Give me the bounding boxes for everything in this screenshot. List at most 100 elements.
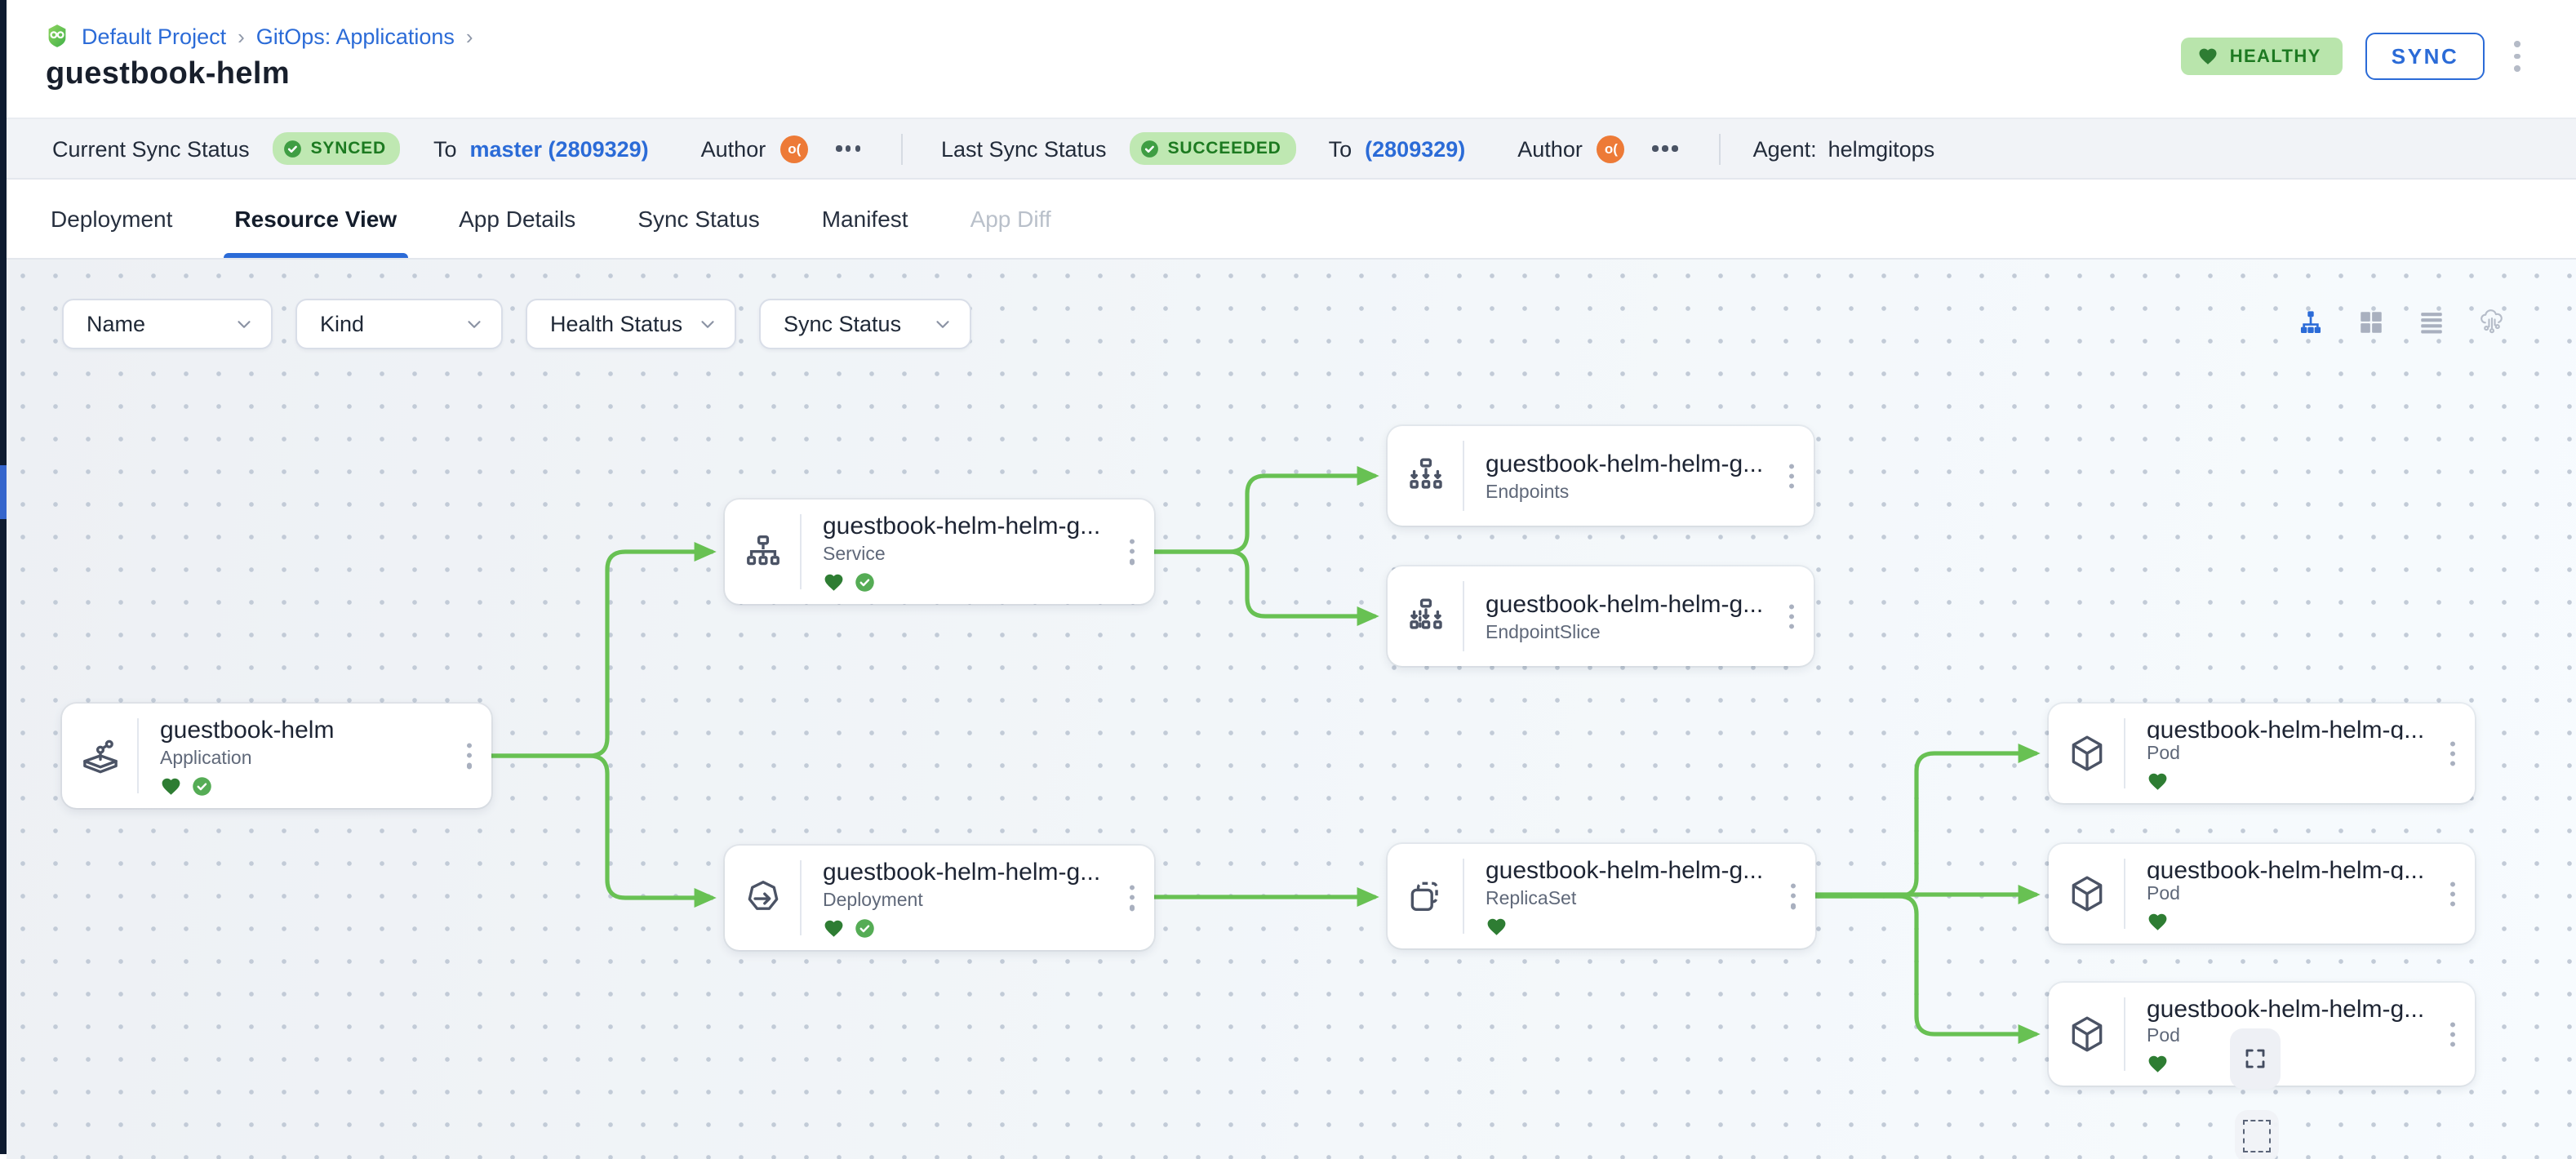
agent-label: Agent: <box>1753 136 1817 161</box>
node-service[interactable]: guestbook-helm-helm-g... Service <box>725 500 1154 604</box>
filter-sync-status-dropdown[interactable]: Sync Status <box>759 299 971 349</box>
view-mode-toggles <box>2297 309 2506 336</box>
healthy-heart-icon <box>2147 770 2169 792</box>
node-title: guestbook-helm-helm-g... <box>2147 857 2432 880</box>
divider <box>902 133 904 164</box>
pod-icon <box>2049 844 2124 944</box>
health-badge-label: HEALTHY <box>2230 47 2321 66</box>
page-title: guestbook-helm <box>46 57 290 93</box>
edge-replicaset-pod1 <box>1815 753 2036 896</box>
healthy-heart-icon <box>2147 1052 2169 1074</box>
breadcrumb-applications-link[interactable]: GitOps: Applications <box>256 24 455 48</box>
chevron-down-icon <box>697 313 718 335</box>
deployment-icon <box>725 846 800 950</box>
header: Default Project › GitOps: Applications ›… <box>7 0 2576 118</box>
codefresh-logo-icon <box>44 23 70 49</box>
selection-tool-button[interactable] <box>2235 1110 2279 1159</box>
cluster-view-icon[interactable] <box>2478 309 2506 336</box>
health-status-badge: HEALTHY <box>2181 38 2343 75</box>
filter-kind-dropdown[interactable]: Kind <box>295 299 503 349</box>
sync-button[interactable]: SYNC <box>2365 33 2485 80</box>
resource-tree-canvas[interactable]: Name Kind Health Status Sync Status <box>7 260 2576 1159</box>
filter-health-status-dropdown[interactable]: Health Status <box>526 299 736 349</box>
divider <box>1719 133 1721 164</box>
heart-icon <box>2197 46 2218 67</box>
node-menu-button[interactable] <box>2444 734 2462 772</box>
chevron-down-icon <box>932 313 953 335</box>
node-title: guestbook-helm-helm-g... <box>1486 857 1773 885</box>
tab-deployment[interactable]: Deployment <box>51 180 172 258</box>
node-title: guestbook-helm-helm-g... <box>823 859 1112 886</box>
node-kind: EndpointSlice <box>1486 624 1771 643</box>
node-kind: Endpoints <box>1486 483 1771 503</box>
node-menu-button[interactable] <box>1783 597 1801 635</box>
node-kind: Application <box>160 748 449 768</box>
node-pod-1[interactable]: guestbook-helm-helm-g... Pod <box>2049 704 2475 803</box>
healthy-heart-icon <box>823 571 845 593</box>
pod-icon <box>2049 983 2124 1086</box>
node-endpoints[interactable]: guestbook-helm-helm-g... Endpoints <box>1388 426 1814 526</box>
last-author-avatar: o( <box>1597 135 1625 162</box>
node-menu-button[interactable] <box>2444 874 2462 913</box>
check-circle-icon <box>1139 139 1160 159</box>
chevron-down-icon <box>464 313 485 335</box>
last-sync-label: Last Sync Status <box>941 136 1107 161</box>
filter-name-dropdown[interactable]: Name <box>62 299 273 349</box>
node-menu-button[interactable] <box>1784 877 1802 915</box>
last-sync-more-button[interactable] <box>1648 141 1683 157</box>
node-menu-button[interactable] <box>2444 1015 2462 1053</box>
tab-bar: Deployment Resource View App Details Syn… <box>7 180 2576 260</box>
fit-view-button[interactable] <box>2230 1028 2281 1089</box>
edge-service-endpointslice <box>1154 552 1375 616</box>
filter-bar: Name Kind Health Status Sync Status <box>62 299 971 349</box>
endpointslice-icon <box>1388 566 1463 666</box>
node-replicaset[interactable]: guestbook-helm-helm-g... ReplicaSet <box>1388 844 1815 948</box>
node-menu-button[interactable] <box>460 736 478 775</box>
last-to-label: To <box>1329 136 1352 161</box>
grid-view-icon[interactable] <box>2357 309 2385 336</box>
tab-sync-status[interactable]: Sync Status <box>637 180 759 258</box>
synced-check-icon <box>853 917 875 939</box>
list-view-icon[interactable] <box>2418 309 2445 336</box>
selection-box-icon <box>2243 1120 2271 1152</box>
node-menu-button[interactable] <box>1123 878 1141 917</box>
synced-check-icon <box>190 775 212 797</box>
healthy-heart-icon <box>1486 915 1508 937</box>
current-author-avatar: o( <box>780 135 808 162</box>
node-kind: Service <box>823 544 1112 564</box>
node-menu-button[interactable] <box>1123 532 1141 571</box>
node-menu-button[interactable] <box>1783 456 1801 495</box>
tab-app-details[interactable]: App Details <box>459 180 575 258</box>
agent-value: helmgitops <box>1828 136 1935 161</box>
app-menu-button[interactable] <box>2507 35 2527 78</box>
breadcrumb: Default Project › GitOps: Applications › <box>44 23 473 49</box>
node-deployment[interactable]: guestbook-helm-helm-g... Deployment <box>725 846 1154 950</box>
current-sync-label: Current Sync Status <box>52 136 250 161</box>
application-icon <box>62 704 137 808</box>
breadcrumb-project-link[interactable]: Default Project <box>82 24 226 48</box>
last-revision-link[interactable]: (2809329) <box>1365 136 1465 161</box>
chevron-down-icon <box>233 313 255 335</box>
pod-icon <box>2049 704 2124 803</box>
tab-resource-view[interactable]: Resource View <box>234 180 397 258</box>
tab-manifest[interactable]: Manifest <box>822 180 908 258</box>
node-title: guestbook-helm-helm-g... <box>2147 996 2432 1022</box>
current-revision-link[interactable]: master (2809329) <box>470 136 649 161</box>
succeeded-badge: SUCCEEDED <box>1130 132 1296 166</box>
tab-app-diff: App Diff <box>970 180 1051 258</box>
tree-view-icon[interactable] <box>2297 309 2325 336</box>
status-bar: Current Sync Status SYNCED To master (28… <box>7 118 2576 180</box>
edge-app-deployment <box>491 756 712 898</box>
node-pod-2[interactable]: guestbook-helm-helm-g... Pod <box>2049 844 2475 944</box>
node-kind: Pod <box>2147 744 2432 763</box>
synced-badge: SYNCED <box>273 132 401 166</box>
node-title: guestbook-helm-helm-g... <box>823 513 1112 540</box>
node-endpointslice[interactable]: guestbook-helm-helm-g... EndpointSlice <box>1388 566 1814 666</box>
rail-accent <box>0 465 7 519</box>
service-icon <box>725 500 800 604</box>
node-application[interactable]: guestbook-helm Application <box>62 704 491 808</box>
node-kind: Pod <box>2147 1026 2432 1046</box>
current-sync-more-button[interactable] <box>831 141 866 157</box>
healthy-heart-icon <box>823 917 845 939</box>
